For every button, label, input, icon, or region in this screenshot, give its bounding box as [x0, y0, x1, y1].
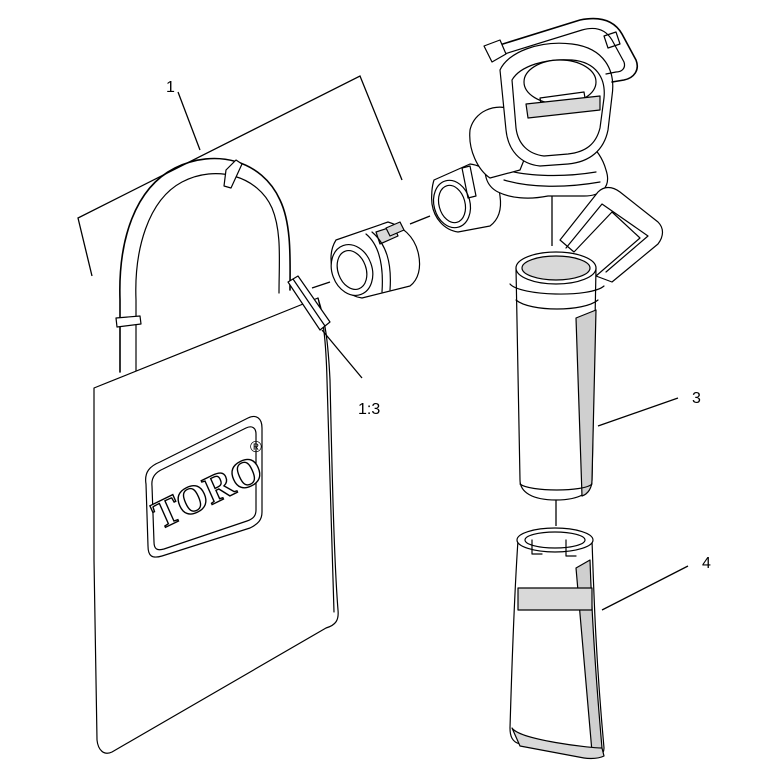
bag-adapter: 1:3 — [311, 215, 431, 418]
tube-handle — [559, 186, 664, 283]
strap-loop-left — [115, 315, 142, 328]
callout-4: 4 — [702, 555, 711, 572]
callout-1-3: 1:3 — [358, 401, 380, 418]
callout-3: 3 — [692, 390, 701, 407]
leader-3 — [597, 397, 679, 427]
callout-1: 1 — [166, 79, 175, 96]
bracket-bag-assembly — [77, 75, 403, 277]
strap-buckle-top — [223, 159, 243, 189]
leader-1-3 — [321, 329, 363, 379]
leader-4 — [601, 565, 689, 611]
toro-logo: TORO ® — [145, 415, 270, 558]
collection-bag: TORO ® 1 — [77, 75, 403, 754]
trigger — [483, 39, 507, 63]
blower-vac-head — [431, 17, 639, 246]
logo-registered-mark: ® — [250, 439, 262, 456]
vacuum-tube-lower: 4 — [509, 527, 711, 760]
blower-handle — [489, 17, 639, 83]
vacuum-tube-upper: 3 — [509, 186, 701, 526]
bag-strap — [119, 157, 291, 373]
